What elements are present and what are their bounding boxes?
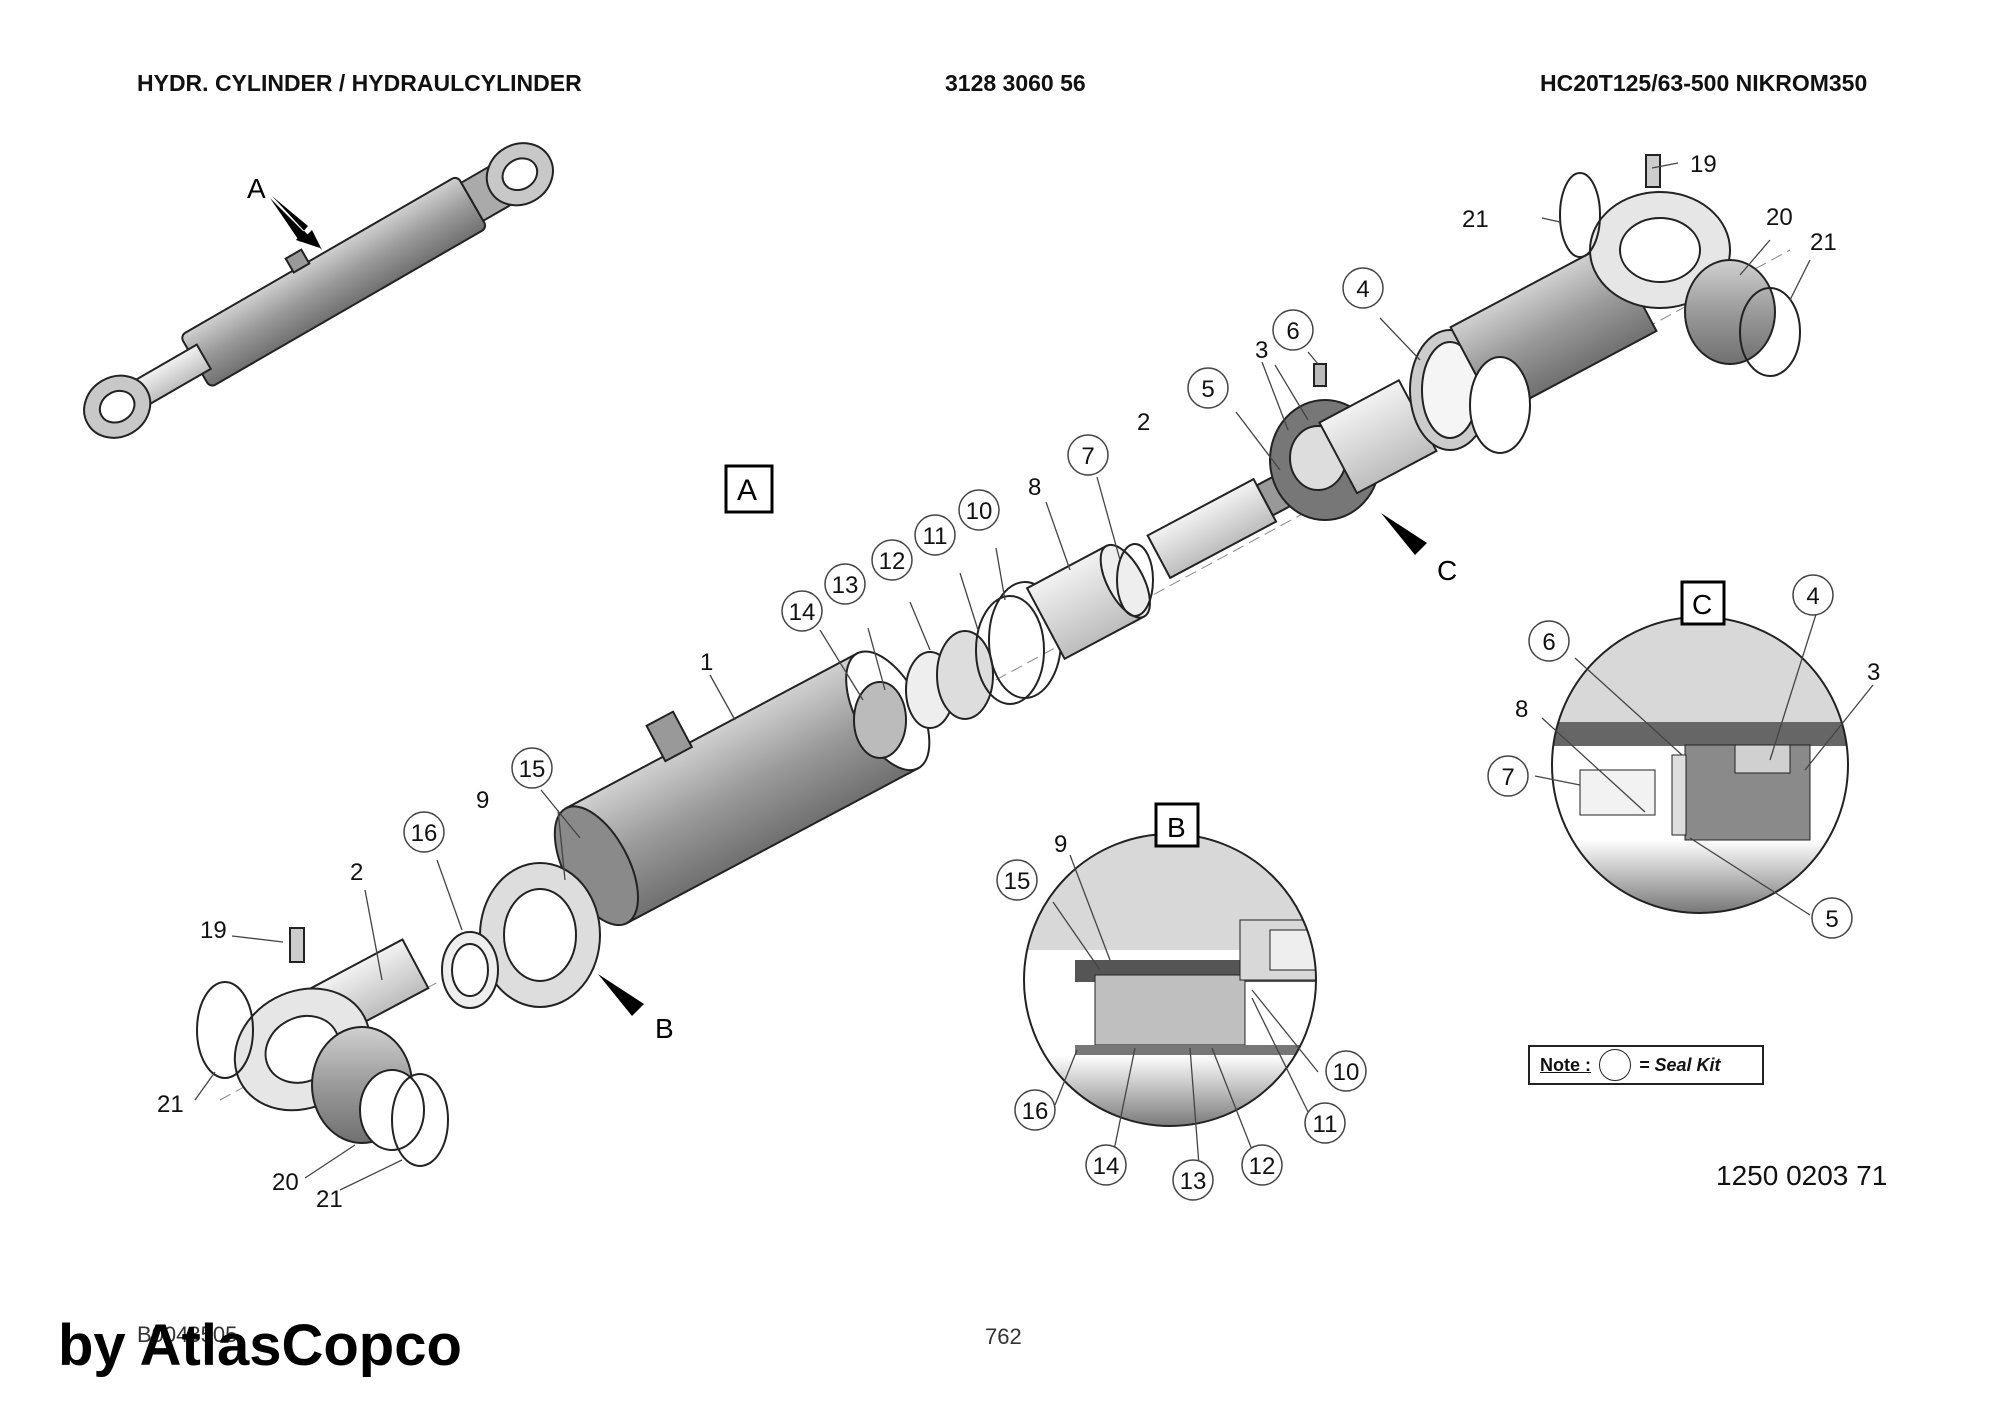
view-b-pointer bbox=[598, 974, 644, 1016]
callout-3: 3 bbox=[1255, 337, 1268, 364]
callout-labels: 1 2 2 3 8 9 19 19 20 20 21 21 21 21 9 8 … bbox=[157, 151, 1880, 1213]
header-right: HC20T125/63-500 NIKROM350 bbox=[1540, 70, 1868, 96]
view-a-label-small: A bbox=[247, 173, 266, 204]
callout-7-detail: 7 bbox=[1501, 764, 1514, 791]
callout-7: 7 bbox=[1081, 443, 1094, 470]
footer-code: B0043505 bbox=[137, 1322, 238, 1347]
view-a-box-label: A bbox=[737, 474, 757, 507]
callout-21-c: 21 bbox=[1462, 206, 1489, 233]
seal-kit-circle-icon bbox=[1599, 1049, 1631, 1081]
callout-8: 8 bbox=[1028, 474, 1041, 501]
callout-16: 16 bbox=[411, 820, 438, 847]
circled-callouts: 4 5 6 7 10 11 12 13 14 15 16 15 10 11 12… bbox=[403, 267, 1853, 1201]
callout-10-detail: 10 bbox=[1333, 1059, 1360, 1086]
callout-19-right: 19 bbox=[1690, 151, 1717, 178]
callout-5: 5 bbox=[1201, 376, 1214, 403]
callout-6: 6 bbox=[1286, 318, 1299, 345]
callout-14-detail: 14 bbox=[1093, 1153, 1120, 1180]
callout-15: 15 bbox=[519, 756, 546, 783]
callout-9-detail: 9 bbox=[1054, 831, 1067, 858]
callout-19-left: 19 bbox=[200, 917, 227, 944]
callout-8-detail: 8 bbox=[1515, 696, 1528, 723]
header-left: HYDR. CYLINDER / HYDRAULCYLINDER bbox=[137, 70, 582, 96]
leader-lines bbox=[194, 162, 1874, 1191]
callout-13-detail: 13 bbox=[1180, 1168, 1207, 1195]
callout-20-right: 20 bbox=[1766, 204, 1793, 231]
callout-4: 4 bbox=[1356, 276, 1369, 303]
callout-20-left: 20 bbox=[272, 1169, 299, 1196]
view-c-box-label: C bbox=[1692, 589, 1712, 620]
callout-21-d: 21 bbox=[1810, 229, 1837, 256]
callout-21-a: 21 bbox=[157, 1091, 184, 1118]
assembled-cylinder-view: A bbox=[83, 142, 554, 439]
callout-10: 10 bbox=[966, 498, 993, 525]
callout-11-detail: 11 bbox=[1313, 1111, 1338, 1138]
view-c-pointer bbox=[1381, 513, 1427, 555]
seal-kit-note: Note : = Seal Kit bbox=[1528, 1045, 1764, 1085]
callout-15-detail: 15 bbox=[1004, 868, 1031, 895]
view-c-pointer-label: C bbox=[1437, 555, 1457, 586]
callout-9: 9 bbox=[476, 787, 489, 814]
view-b-box-label: B bbox=[1167, 812, 1186, 843]
callout-12-detail: 12 bbox=[1249, 1153, 1276, 1180]
view-b-pointer-label: B bbox=[655, 1013, 674, 1044]
header-center: 3128 3060 56 bbox=[945, 70, 1086, 96]
callout-6-detail: 6 bbox=[1542, 629, 1555, 656]
callout-2-rod: 2 bbox=[1137, 409, 1150, 436]
watermark: by AtlasCopco bbox=[58, 1313, 462, 1378]
callout-11: 11 bbox=[923, 523, 948, 550]
callout-5-detail: 5 bbox=[1825, 906, 1838, 933]
note-text: = Seal Kit bbox=[1639, 1054, 1721, 1075]
callout-1: 1 bbox=[700, 649, 713, 676]
callout-12: 12 bbox=[879, 548, 906, 575]
callout-14: 14 bbox=[789, 599, 816, 626]
detail-b: B bbox=[1023, 802, 1317, 1127]
callout-3-detail: 3 bbox=[1867, 659, 1880, 686]
callout-13: 13 bbox=[832, 572, 859, 599]
view-a-box bbox=[724, 464, 774, 514]
exploded-parts bbox=[196, 154, 1801, 1167]
page-number: 762 bbox=[985, 1324, 1022, 1349]
note-label: Note : bbox=[1540, 1054, 1591, 1075]
callout-21-b: 21 bbox=[316, 1186, 343, 1213]
callout-4-detail: 4 bbox=[1806, 583, 1819, 610]
callout-16-detail: 16 bbox=[1022, 1098, 1049, 1125]
document-number: 1250 0203 71 bbox=[1716, 1160, 1888, 1191]
callout-2-left: 2 bbox=[350, 859, 363, 886]
detail-c: C bbox=[1551, 580, 1849, 914]
